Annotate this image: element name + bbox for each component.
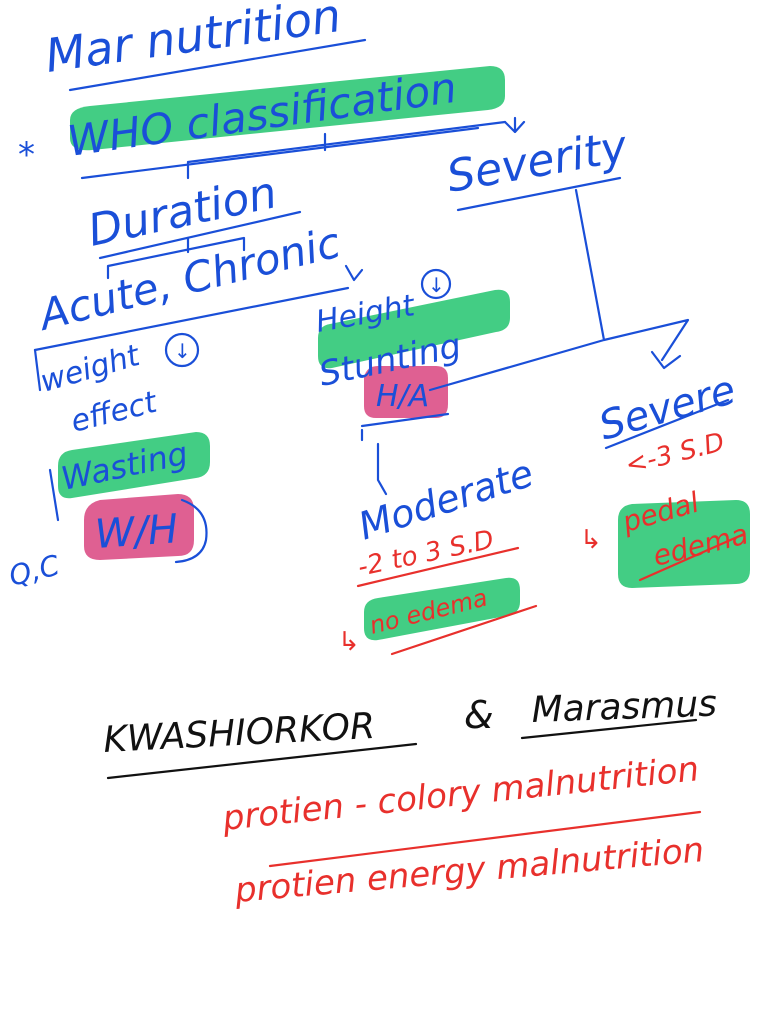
arrow-to-severe <box>650 350 682 370</box>
severity-label: Severity <box>443 121 632 203</box>
highlight-wasting <box>58 432 210 499</box>
who-star-mark: * <box>18 135 35 175</box>
title-underline <box>68 38 367 92</box>
pedal-edema-underline <box>638 532 746 582</box>
highlight-who-classification <box>70 66 505 151</box>
who-underline <box>80 126 480 180</box>
marasmus-label: Marasmus <box>531 684 718 731</box>
severe-underline <box>604 398 730 450</box>
kwashiorkor-underline <box>106 742 418 780</box>
severity-underline <box>456 176 622 212</box>
blue-strokes <box>33 38 730 564</box>
severity-stem <box>428 188 690 392</box>
stunting-to-moderate-connector <box>360 412 450 496</box>
red-line-1-underline <box>268 810 702 868</box>
highlight-w-h <box>84 494 194 560</box>
arrow-no-edema-icon: ↳ <box>338 627 360 657</box>
arrow-to-severity <box>503 116 526 134</box>
red-line-1: protien - colory malnutrition <box>220 749 701 839</box>
w-h-label: W/H <box>93 506 179 558</box>
bracket-weight <box>33 348 42 392</box>
h-a-label: H/A <box>376 379 429 414</box>
who-to-duration-connector <box>186 120 507 180</box>
weight-down-icon: ↓ <box>174 339 191 363</box>
highlight-stunting <box>318 289 510 369</box>
black-text: KWASHIORKOR & Marasmus <box>102 684 718 780</box>
page-title: Mar nutrition <box>42 0 344 83</box>
red-line-2: protien energy malnutrition <box>232 830 705 911</box>
q-c-label: Q,C <box>6 548 63 592</box>
no-edema-underline <box>390 604 538 656</box>
highlights <box>58 66 750 641</box>
duration-underline <box>98 210 302 260</box>
height-down-icon: ↓ <box>428 273 445 297</box>
moderate-sd-underline <box>356 546 520 588</box>
arrow-pedal-edema-icon: ↳ <box>580 525 602 555</box>
highlight-pedal-edema <box>618 500 750 588</box>
marasmus-underline <box>520 718 698 740</box>
weight-bracket <box>48 468 60 522</box>
who-classification-label: WHO classification <box>65 63 460 166</box>
highlight-h-a <box>364 366 448 418</box>
arrow-to-height <box>344 264 364 282</box>
w-h-bracket <box>174 498 208 564</box>
highlight-no-edema <box>364 577 520 641</box>
duration-to-acute-connector <box>106 236 246 280</box>
effect-label: effect <box>67 384 161 439</box>
weight-down-circle <box>164 332 200 368</box>
acute-chronic-underline <box>33 286 350 352</box>
ampersand-label: & <box>464 693 494 737</box>
height-down-circle <box>420 268 452 300</box>
